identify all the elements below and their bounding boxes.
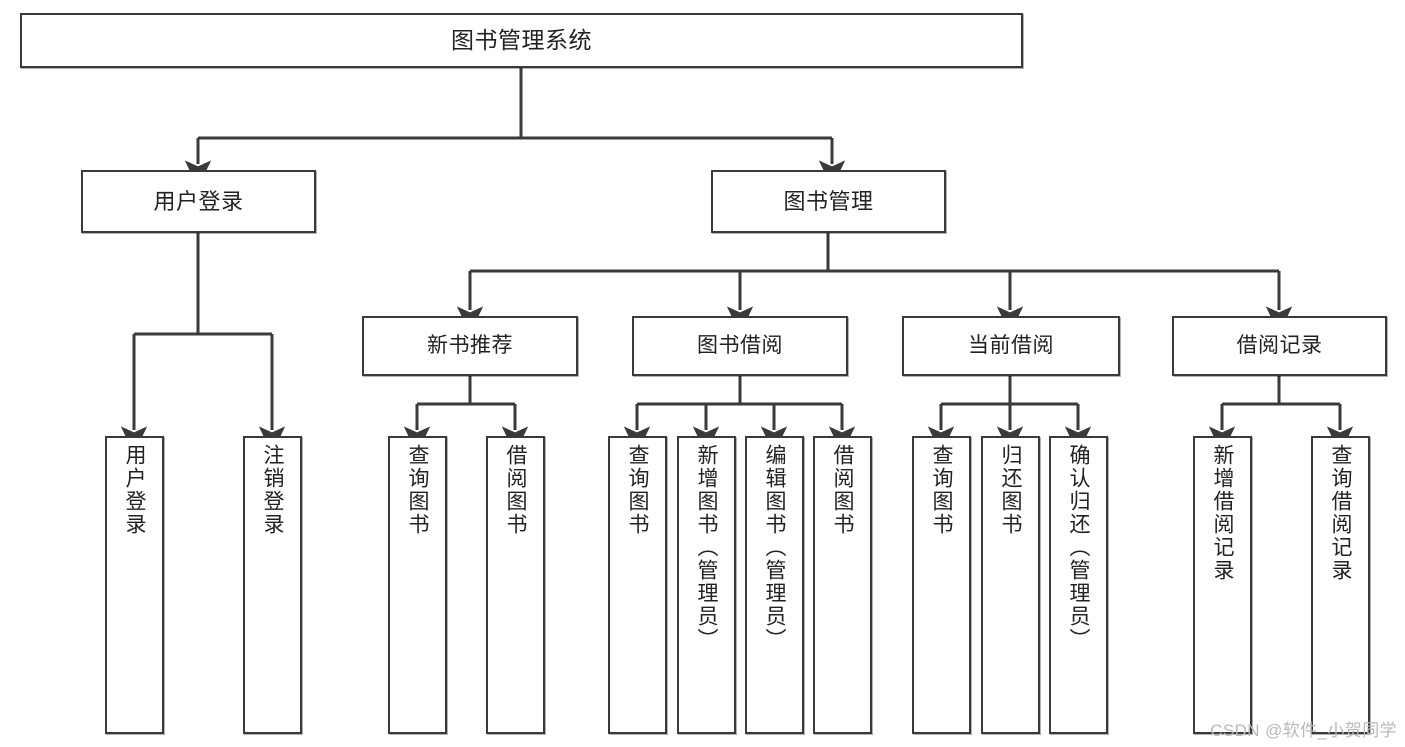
leaf-add-book[interactable]: 新增图书（管理员） <box>677 436 736 734</box>
leaf-confirm-return[interactable]: 确认归还（管理员） <box>1049 436 1108 734</box>
leaf-query-borrow-record[interactable]: 查询借阅记录 <box>1311 436 1370 734</box>
leaf-borrow-book-2-label: 借阅图书 <box>831 444 854 536</box>
node-root[interactable]: 图书管理系统 <box>20 13 1023 68</box>
leaf-add-borrow-record-label: 新增借阅记录 <box>1211 444 1234 582</box>
node-root-label: 图书管理系统 <box>451 27 592 54</box>
leaf-add-borrow-record[interactable]: 新增借阅记录 <box>1193 436 1252 734</box>
node-user-login[interactable]: 用户登录 <box>81 170 316 233</box>
leaf-borrow-book-1-label: 借阅图书 <box>504 444 527 536</box>
leaf-logout-login-label: 注销登录 <box>261 444 284 536</box>
leaf-edit-book[interactable]: 编辑图书（管理员） <box>745 436 804 734</box>
leaf-query-book-1-label: 查询图书 <box>406 444 429 536</box>
leaf-return-book[interactable]: 归还图书 <box>981 436 1040 734</box>
node-book-borrow[interactable]: 图书借阅 <box>632 316 848 376</box>
leaf-borrow-book-1[interactable]: 借阅图书 <box>486 436 545 734</box>
node-user-login-label: 用户登录 <box>153 188 244 214</box>
leaf-user-login[interactable]: 用户登录 <box>105 436 164 734</box>
watermark-text: CSDN @软件_小贺同学 <box>1210 721 1397 740</box>
leaf-query-book-2-label: 查询图书 <box>626 444 649 536</box>
leaf-query-book-1[interactable]: 查询图书 <box>388 436 447 734</box>
node-current-borrow-label: 当前借阅 <box>968 333 1054 357</box>
leaf-query-book-3-label: 查询图书 <box>930 444 953 536</box>
node-borrow-record-label: 借阅记录 <box>1236 333 1323 357</box>
leaf-add-book-label: 新增图书（管理员） <box>695 444 718 651</box>
leaf-confirm-return-label: 确认归还（管理员） <box>1067 444 1090 651</box>
leaf-borrow-book-2[interactable]: 借阅图书 <box>813 436 872 734</box>
leaf-logout-login[interactable]: 注销登录 <box>243 436 302 734</box>
node-borrow-record[interactable]: 借阅记录 <box>1172 316 1387 376</box>
node-book-borrow-label: 图书借阅 <box>697 333 783 357</box>
node-current-borrow[interactable]: 当前借阅 <box>902 316 1120 376</box>
node-book-management[interactable]: 图书管理 <box>711 170 946 233</box>
leaf-query-book-2[interactable]: 查询图书 <box>608 436 667 734</box>
node-new-book-recommend-label: 新书推荐 <box>427 333 513 357</box>
leaf-return-book-label: 归还图书 <box>999 444 1022 536</box>
node-book-management-label: 图书管理 <box>783 188 874 214</box>
leaf-user-login-label: 用户登录 <box>123 444 146 536</box>
leaf-edit-book-label: 编辑图书（管理员） <box>763 444 786 651</box>
leaf-query-book-3[interactable]: 查询图书 <box>912 436 971 734</box>
node-new-book-recommend[interactable]: 新书推荐 <box>362 316 578 376</box>
leaf-query-borrow-record-label: 查询借阅记录 <box>1329 444 1352 582</box>
